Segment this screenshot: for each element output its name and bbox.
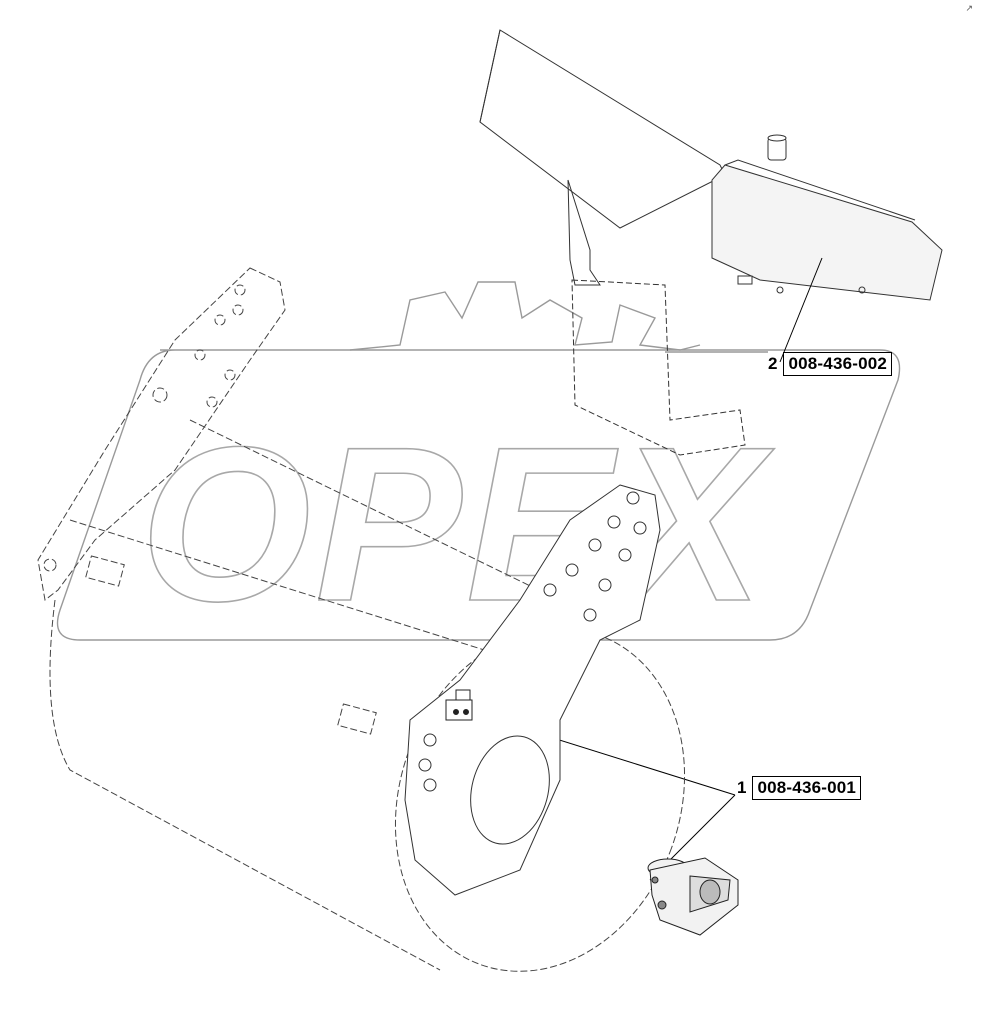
drum-panel-left	[85, 555, 125, 587]
tank-cap	[767, 134, 787, 161]
tank-bolt	[858, 286, 866, 294]
callout-part-1[interactable]: 1 008-436-001	[737, 776, 862, 800]
roller-drum-assembly	[37, 267, 686, 972]
drum-bottom-edge	[49, 599, 441, 971]
hydraulic-motor	[647, 857, 739, 936]
right-frame-holes	[418, 491, 647, 792]
beam-bracket	[567, 179, 601, 286]
part-number-box[interactable]: 008-436-002	[783, 352, 893, 376]
frame-hole	[206, 396, 218, 408]
frame-hole	[152, 387, 168, 403]
sensor-bracket	[445, 689, 473, 721]
watermark-gear-outline	[349, 281, 701, 351]
watermark-banner-frame	[56, 349, 901, 641]
left-side-frame	[37, 267, 286, 601]
upper-frame-assembly	[479, 29, 943, 456]
corner-mark-icon: ↗	[965, 4, 973, 14]
beam	[479, 29, 726, 229]
callout-number: 2	[768, 354, 778, 373]
frame-hole	[232, 304, 244, 316]
frame-hole	[234, 284, 246, 296]
mount-plate-hidden	[571, 279, 746, 456]
tank-fitting	[737, 275, 753, 285]
watermark-text: OPEX	[140, 401, 775, 647]
frame-hole	[224, 369, 236, 381]
watermark: OPEX	[56, 281, 901, 648]
frame-hole	[214, 314, 226, 326]
leader-line-2	[779, 257, 823, 363]
frame-hole	[194, 349, 206, 361]
callout-part-2[interactable]: 2 008-436-002	[768, 352, 893, 376]
tank-body	[711, 164, 943, 301]
right-side-frame	[404, 484, 661, 896]
part-number-box[interactable]: 008-436-001	[752, 776, 862, 800]
callout-number: 1	[737, 778, 747, 797]
frame-hole	[43, 558, 57, 572]
tank-bolt	[776, 286, 784, 294]
tank-top	[724, 159, 916, 221]
beam-edge	[479, 29, 501, 123]
drum-hub	[470, 735, 550, 845]
drum-panel-mid	[337, 703, 377, 735]
